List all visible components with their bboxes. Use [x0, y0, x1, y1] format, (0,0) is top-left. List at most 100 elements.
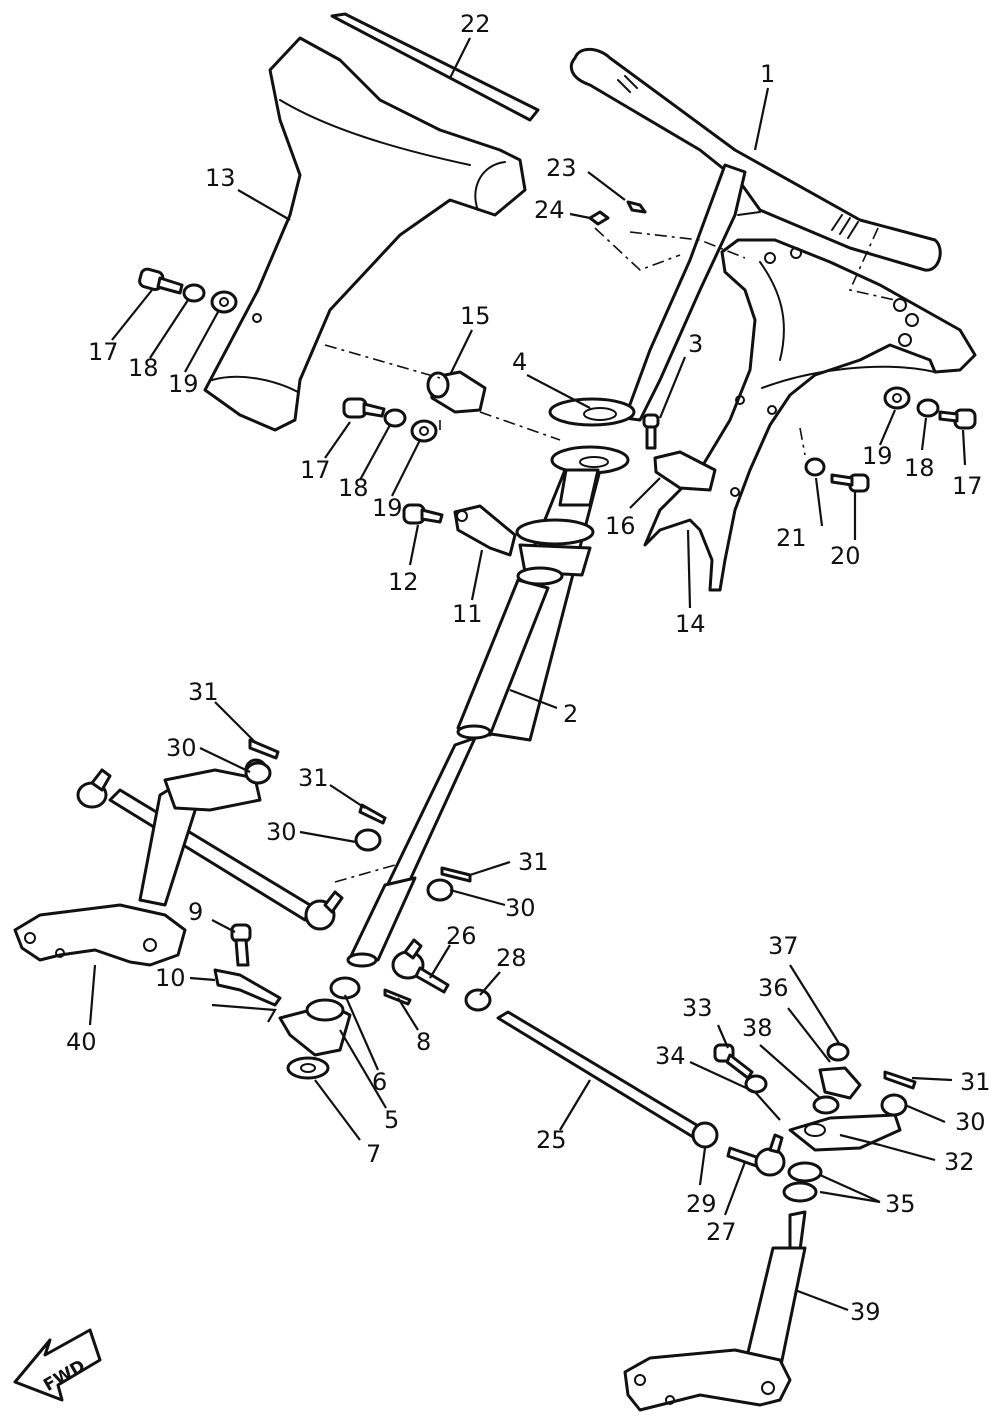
- part-22-strip: [330, 12, 540, 122]
- bolt-17-right: [938, 408, 977, 430]
- callout-36: 36: [758, 974, 789, 1002]
- part-9-bolt: [230, 923, 252, 967]
- small-clip-23: [626, 200, 647, 214]
- callout-9: 9: [188, 898, 203, 926]
- part-28-nut: [464, 988, 492, 1012]
- callout-31-c: 31: [518, 848, 549, 876]
- part-8-pin: [383, 988, 412, 1006]
- part-15-clamp: [426, 370, 487, 414]
- part-36-bracket: [818, 1066, 862, 1100]
- nut-19-mid: [410, 419, 438, 443]
- callout-30-d: 30: [955, 1108, 986, 1136]
- cotter-pin-31-c: [440, 866, 472, 883]
- callout-7: 7: [366, 1140, 381, 1168]
- small-clip-24: [588, 210, 610, 226]
- callout-13: 13: [205, 164, 236, 192]
- nut-30-a: [244, 761, 272, 785]
- part-26-tie-rod-end: [391, 938, 450, 994]
- callout-17-mid: 17: [300, 456, 331, 484]
- callout-19-left: 19: [168, 370, 199, 398]
- callout-18-mid: 18: [338, 474, 369, 502]
- part-11-holder-plate: [515, 518, 595, 586]
- callout-30-c: 30: [505, 894, 536, 922]
- callout-15: 15: [460, 302, 491, 330]
- callout-5: 5: [384, 1106, 399, 1134]
- callout-21: 21: [776, 524, 807, 552]
- part-29-nut: [691, 1121, 719, 1149]
- part-10-washer-plate: [213, 968, 282, 1007]
- part-33-bolt: [713, 1043, 754, 1080]
- bolt-17-mid: [342, 397, 386, 419]
- part-4-bearing-plate: [548, 397, 636, 507]
- nut-21: [804, 457, 826, 477]
- callout-19-right: 19: [862, 442, 893, 470]
- part-39-knuckle: [623, 1210, 807, 1412]
- part-1-handlebar: [569, 47, 942, 422]
- nut-30-b: [354, 828, 382, 852]
- callout-27: 27: [706, 1218, 737, 1246]
- callout-37: 37: [768, 932, 799, 960]
- callout-38: 38: [742, 1014, 773, 1042]
- part-6-collar: [329, 976, 361, 1000]
- cotter-pin-31-b: [358, 803, 387, 825]
- washer-18-mid: [383, 408, 407, 428]
- callout-17-left: 17: [88, 338, 119, 366]
- bolt-12: [402, 503, 444, 525]
- callout-26: 26: [446, 922, 477, 950]
- callout-23: 23: [546, 154, 577, 182]
- part-37-nut: [826, 1042, 850, 1062]
- callout-6: 6: [372, 1068, 387, 1096]
- cotter-pin-31-a: [248, 738, 280, 760]
- part-16-clamp: [653, 450, 717, 492]
- part-11-clamp: [453, 504, 517, 557]
- washer-18-right: [916, 398, 940, 418]
- callout-29: 29: [686, 1190, 717, 1218]
- part-38-collar: [812, 1095, 840, 1115]
- bolt-3: [642, 413, 660, 450]
- callout-2: 2: [563, 700, 578, 728]
- nut-30-d: [880, 1093, 908, 1117]
- part-5-pitman-arm: [278, 998, 352, 1057]
- assembly-lines: [324, 227, 896, 883]
- callout-14: 14: [675, 610, 706, 638]
- callout-25: 25: [536, 1126, 567, 1154]
- callout-16: 16: [605, 512, 636, 540]
- callout-11: 11: [452, 600, 483, 628]
- callout-10: 10: [155, 964, 186, 992]
- callout-31-b: 31: [298, 764, 329, 792]
- nut-19-right: [883, 386, 911, 410]
- callout-24: 24: [534, 196, 565, 224]
- bolt-17-left: [138, 267, 184, 295]
- callout-31-d: 31: [960, 1068, 991, 1096]
- callout-8: 8: [416, 1028, 431, 1056]
- callout-20: 20: [830, 542, 861, 570]
- callout-31-a: 31: [188, 678, 219, 706]
- part-27-tie-rod-end: [726, 1133, 786, 1177]
- part-25-tie-rod: [496, 1010, 707, 1142]
- callout-18-left: 18: [128, 354, 159, 382]
- part-40-knuckle: [13, 758, 268, 967]
- callout-12: 12: [388, 568, 419, 596]
- callout-4: 4: [512, 348, 527, 376]
- callout-3: 3: [688, 330, 703, 358]
- part-32-arm: [788, 1113, 902, 1152]
- callout-35: 35: [885, 1190, 916, 1218]
- callout-19-mid: 19: [372, 494, 403, 522]
- callout-18-right: 18: [904, 454, 935, 482]
- callout-30-b: 30: [266, 818, 297, 846]
- callout-28: 28: [496, 944, 527, 972]
- callout-39: 39: [850, 1298, 881, 1326]
- washer-18-left: [182, 283, 206, 303]
- leader-lines: [88, 37, 967, 1312]
- bolt-20: [830, 473, 870, 493]
- nut-19-left: [210, 290, 238, 314]
- callout-17-right: 17: [952, 472, 983, 500]
- part-35-washers: [782, 1161, 823, 1203]
- cotter-pin-31-d: [883, 1070, 917, 1090]
- callout-22: 22: [460, 10, 491, 38]
- callout-34: 34: [655, 1042, 686, 1070]
- callout-30-a: 30: [166, 734, 197, 762]
- callout-labels: 1 22 13 23 24 17 18 19 15 4 3 17 18 19 1…: [66, 10, 991, 1326]
- callout-32: 32: [944, 1148, 975, 1176]
